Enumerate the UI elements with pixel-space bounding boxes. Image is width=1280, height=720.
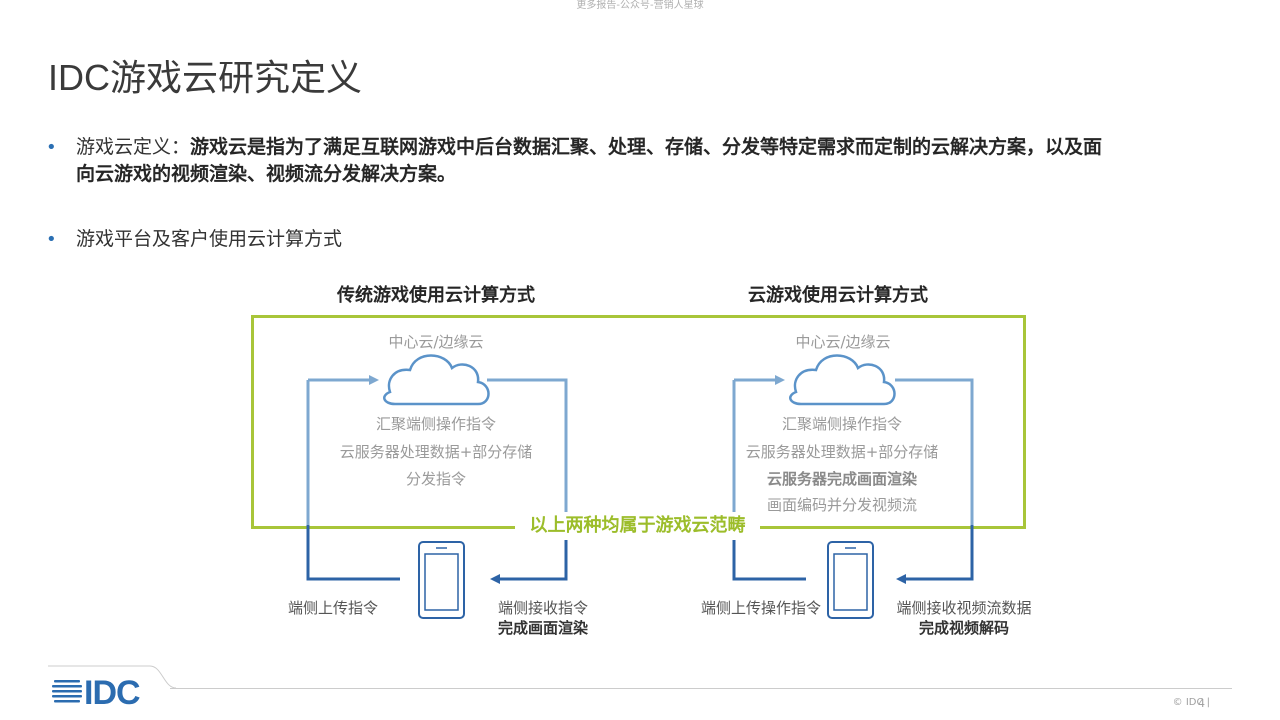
right-step-2: 云服务器处理数据+部分存储 [745, 443, 939, 461]
definition-bold-line2: 向云游戏的视频渲染、视频流分发解决方案。 [76, 163, 457, 185]
left-step-3: 分发指令 [405, 470, 466, 488]
left-step-2: 云服务器处理数据+部分存储 [339, 443, 533, 461]
idc-logo-text: IDC [84, 674, 141, 712]
right-device-upload-label: 端侧上传操作指令 [700, 599, 821, 617]
right-cloud-icon [789, 354, 896, 406]
left-device-receive-label: 端侧接收指令 [497, 599, 588, 617]
left-phone-icon [418, 541, 465, 619]
bullet-dot-icon: • [46, 137, 57, 158]
bullet-usage: • 游戏平台及客户使用云计算方式 [46, 226, 342, 253]
definition-prefix: 游戏云定义： [76, 136, 191, 158]
footer-copyright: © IDC | [1172, 697, 1210, 708]
bullet-usage-text: 游戏平台及客户使用云计算方式 [76, 228, 343, 250]
right-phone-icon [827, 541, 874, 619]
game-cloud-scope-label: 以上两种均属于游戏云范畴 [515, 512, 760, 540]
right-device-receive-label: 端侧接收视频流数据 [896, 599, 1032, 617]
right-download-arrow [895, 378, 974, 584]
left-cloud-icon [383, 354, 490, 406]
left-diagram-heading: 传统游戏使用云计算方式 [337, 285, 535, 306]
page-number: 4 [1198, 697, 1205, 710]
title-cjk: 游戏云研究定义 [110, 58, 363, 99]
left-cloud-label: 中心云/边缘云 [388, 333, 484, 351]
footer-divider [170, 688, 1232, 689]
watermark-text: 更多报告-公众号-营销人星球 [576, 0, 704, 11]
definition-bold-line1: 游戏云是指为了满足互联网游戏中后台数据汇聚、处理、存储、分发等特定需求而定制的云… [190, 136, 1103, 158]
right-cloud-label: 中心云/边缘云 [795, 333, 891, 351]
page-title: IDC游戏云研究定义 [48, 54, 362, 103]
left-step-1: 汇聚端侧操作指令 [375, 415, 496, 433]
left-device-render-label: 完成画面渲染 [497, 619, 588, 637]
right-step-encode: 画面编码并分发视频流 [766, 496, 917, 514]
right-device-decode-label: 完成视频解码 [918, 619, 1009, 637]
bullet-definition: • 游戏云定义：游戏云是指为了满足互联网游戏中后台数据汇聚、处理、存储、分发等特… [46, 134, 1236, 185]
left-download-arrow [487, 378, 568, 584]
bullet-definition-text: 游戏云定义：游戏云是指为了满足互联网游戏中后台数据汇聚、处理、存储、分发等特定需… [76, 134, 1236, 188]
idc-logo-icon [52, 680, 82, 703]
right-step-render: 云服务器完成画面渲染 [766, 470, 917, 488]
left-device-upload-label: 端侧上传指令 [287, 599, 378, 617]
right-step-1: 汇聚端侧操作指令 [781, 415, 902, 433]
left-upload-arrow [306, 375, 400, 581]
title-latin: IDC [48, 57, 110, 98]
footer-curve [48, 665, 177, 689]
bullet-dot-icon: • [46, 229, 57, 250]
right-upload-arrow [732, 375, 806, 581]
right-diagram-heading: 云游戏使用云计算方式 [748, 285, 928, 306]
